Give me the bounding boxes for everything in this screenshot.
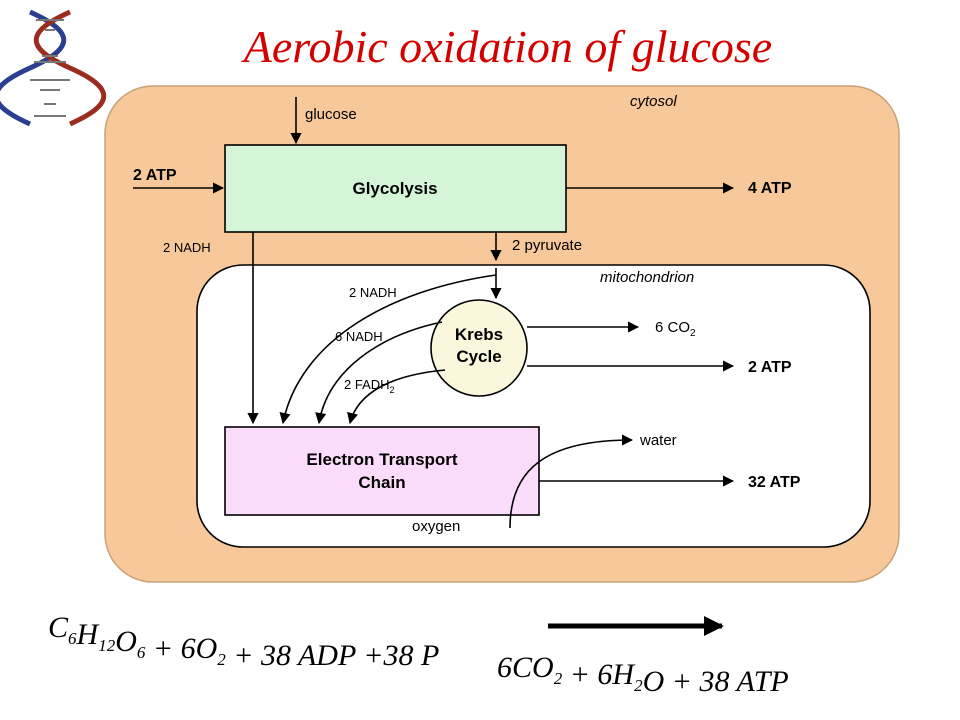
product-subscript: 2: [634, 676, 643, 695]
fadh-arrow: [347, 369, 446, 425]
reactant-term: H: [76, 618, 101, 651]
etc-box: [224, 426, 540, 516]
co2-label: 6 CO2: [655, 319, 696, 339]
co2-label-sub: 2: [690, 328, 696, 339]
krebs-cycle-circle: [430, 299, 528, 397]
etc-label-line2: Chain: [358, 473, 405, 492]
reactant-subscript: 6: [68, 629, 77, 648]
atp-glycolysis-label: 4 ATP: [748, 180, 792, 197]
oxygen-water-arrow: [509, 434, 634, 529]
glycolysis-label: Glycolysis: [352, 179, 437, 198]
equation-reactants: C6H12O6 + 6O2 + 38 ADP +38 P: [48, 611, 439, 672]
product-subscript: 2: [554, 669, 563, 688]
pyruvate-label: 2 pyruvate: [512, 237, 582, 254]
nadh-krebs-arrow: [315, 321, 443, 425]
reactant-subscript: 6: [137, 643, 146, 662]
equation-products: 6CO2 + 6H2O + 38 ATP: [497, 651, 789, 698]
reactant-term: + 38 ADP +38 P: [226, 639, 440, 672]
reactant-term: + 6O: [145, 632, 217, 665]
fadh-label-text: 2 FADH: [344, 377, 390, 392]
reactant-term: O: [115, 625, 137, 658]
dna-helix-icon: [0, 9, 106, 127]
product-term: + 6H: [562, 658, 636, 691]
oxygen-label: oxygen: [412, 518, 460, 535]
fadh-label: 2 FADH2: [344, 377, 395, 395]
fadh-label-sub: 2: [390, 385, 395, 395]
mitochondrion-label: mitochondrion: [600, 269, 694, 286]
cytosol-label: cytosol: [630, 93, 677, 110]
co2-label-text: 6 CO: [655, 319, 690, 336]
krebs-label-line2: Cycle: [456, 347, 501, 366]
reactant-subscript: 12: [98, 636, 116, 655]
water-label: water: [639, 432, 677, 449]
product-term: 6CO: [497, 651, 554, 684]
slide-title: Aerobic oxidation of glucose: [241, 21, 772, 72]
nadh-krebs-label: 6 NADH: [335, 329, 383, 344]
nadh-pyruvate-arrow: [279, 274, 497, 425]
etc-label-line1: Electron Transport: [306, 450, 457, 469]
atp-in-label: 2 ATP: [133, 167, 177, 184]
nadh-glycolysis-label: 2 NADH: [163, 240, 211, 255]
reactant-term: C: [48, 611, 69, 644]
krebs-label-line1: Krebs: [455, 325, 503, 344]
glucose-label: glucose: [305, 106, 357, 123]
product-term: O + 38 ATP: [643, 665, 789, 698]
nadh-pyruvate-label: 2 NADH: [349, 285, 397, 300]
atp-etc-label: 32 ATP: [748, 474, 801, 491]
reactant-subscript: 2: [217, 650, 226, 669]
atp-krebs-label: 2 ATP: [748, 359, 792, 376]
